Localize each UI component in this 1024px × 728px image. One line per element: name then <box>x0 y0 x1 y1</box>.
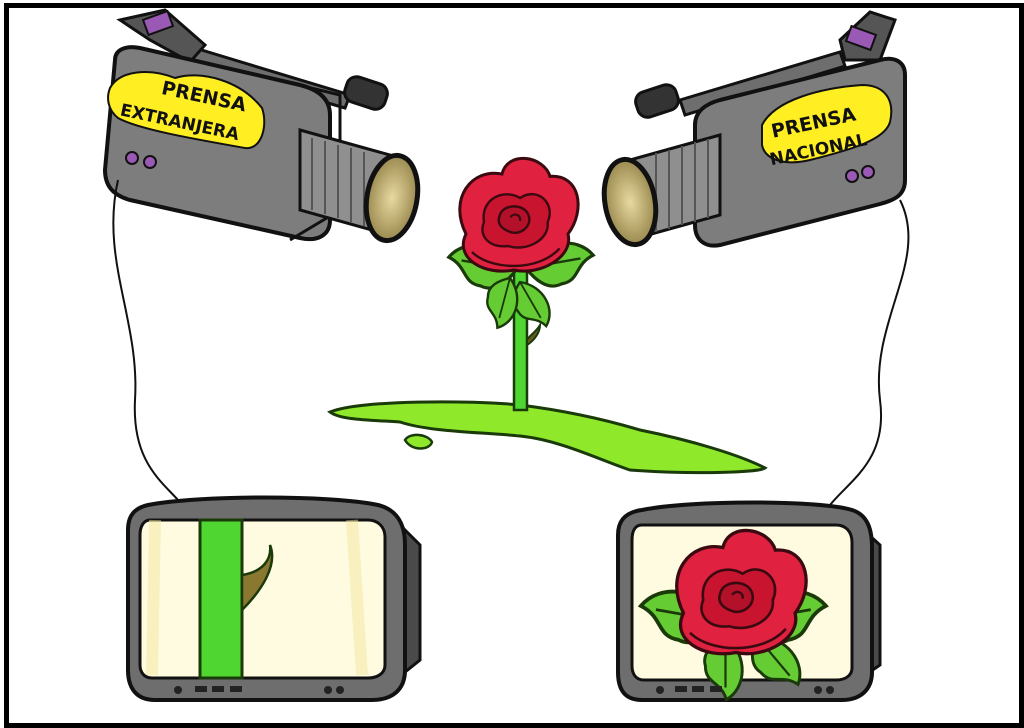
center-rose-on-puddle <box>327 156 768 475</box>
left-camera: PRENSA EXTRANJERA <box>102 8 421 501</box>
left-television <box>126 495 422 702</box>
right-camera: PRENSA NACIONAL <box>601 10 910 506</box>
right-television <box>616 500 882 703</box>
